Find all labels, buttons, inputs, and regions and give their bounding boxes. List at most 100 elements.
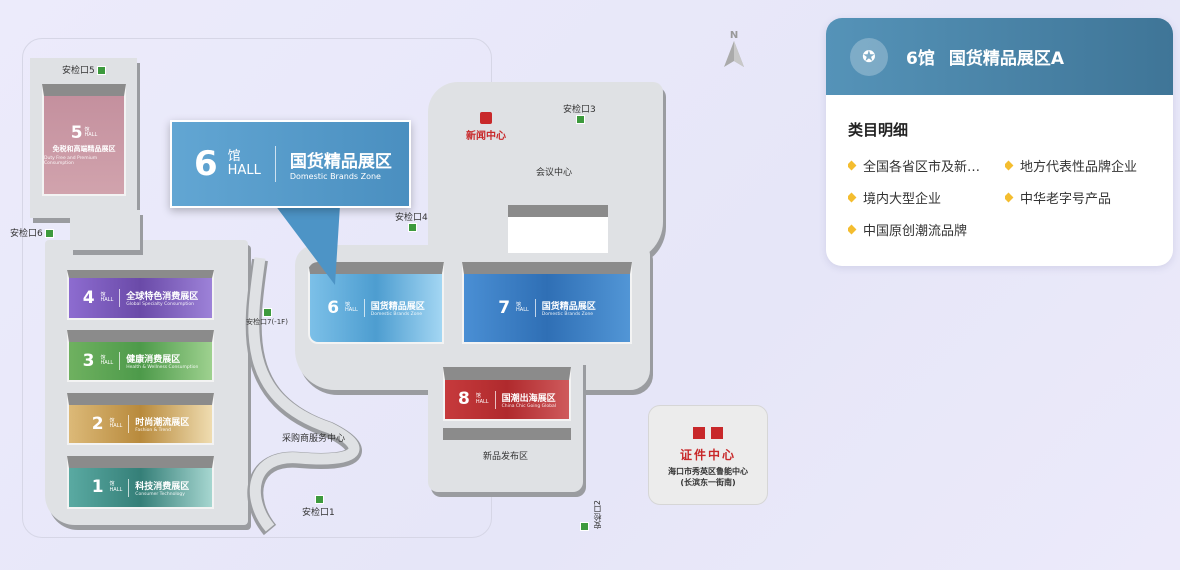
- hall-label: HALL: [345, 307, 358, 313]
- gate-5[interactable]: 安检口5: [62, 63, 106, 76]
- hall-en: Health & Wellness Consumption: [126, 365, 199, 370]
- divider: [274, 146, 276, 182]
- divider: [119, 352, 121, 370]
- guan-label: 馆: [345, 301, 351, 308]
- cert-title: 证件中心: [679, 448, 736, 462]
- gate-icon: [263, 308, 273, 317]
- gate-label: 安检口6: [10, 229, 43, 239]
- guan-label: 馆: [109, 417, 115, 424]
- hall-en: Fashion & Trend: [135, 428, 171, 433]
- hall-label: HALL: [100, 297, 114, 303]
- certificate-center[interactable]: 证件中心 海口市秀英区鲁能中心 (长滨东一街南): [648, 405, 768, 505]
- hall-name: 全球特色消费展区: [126, 292, 199, 302]
- hall-number: 2: [91, 413, 104, 434]
- cert-icons: [649, 424, 767, 443]
- hall-label: HALL: [475, 398, 489, 405]
- category-label: 中国原创潮流品牌: [863, 224, 968, 239]
- launch-area-label: 新品发布区: [483, 452, 529, 462]
- hall-en: China Chic Going Global: [501, 403, 557, 409]
- category-label: 中华老字号产品: [1020, 192, 1112, 207]
- category-label: 地方代表性品牌企业: [1020, 160, 1138, 175]
- callout-tail: [275, 205, 340, 285]
- category-list: 全国各省区市及新… 地方代表性品牌企业 境内大型企业 中华老字号产品 中国原创潮…: [848, 156, 1151, 239]
- hall-number: 5: [70, 122, 83, 143]
- hall-number: 8: [457, 389, 470, 409]
- divider: [363, 299, 365, 317]
- hall-en: Domestic Brands Zone: [370, 312, 423, 317]
- road-loop: [245, 257, 362, 536]
- guan-label: 馆: [109, 481, 115, 487]
- hall-number: 7: [498, 297, 511, 318]
- gate-6[interactable]: 安检口6: [10, 226, 54, 239]
- hall-label: HALL: [100, 360, 114, 366]
- guan-label: 馆: [475, 393, 481, 399]
- hall-name: 时尚潮流展区: [135, 418, 190, 428]
- diamond-icon: [1005, 192, 1014, 203]
- hall-name: 国货精品展区: [370, 302, 425, 312]
- section-title: 类目明细: [848, 121, 909, 139]
- gate-7[interactable]: 安检口7(-1F): [246, 308, 288, 327]
- category-item: 境内大型企业: [848, 188, 1005, 207]
- cert-address-2: (长滨东一街南): [680, 478, 736, 487]
- press-label: 新闻中心: [466, 131, 506, 142]
- star-badge-icon: ✪: [850, 37, 888, 76]
- guan-label: 馆: [100, 291, 106, 298]
- buyer-service-label: 采购商服务中心: [282, 434, 346, 444]
- panel-title: 6馆: [906, 49, 935, 69]
- category-item: 地方代表性品牌企业: [1005, 156, 1165, 175]
- gate-label: 安检口7(-1F): [246, 318, 288, 326]
- gate-3[interactable]: 安检口3: [563, 102, 596, 125]
- hall-name: 健康消费展区: [126, 355, 181, 365]
- gate-2[interactable]: 安检口2: [578, 500, 603, 532]
- diamond-icon: [1005, 160, 1014, 171]
- gate-icon: [96, 66, 106, 75]
- gate-label: 安检口2: [593, 500, 602, 530]
- gate-icon: [580, 522, 589, 532]
- gate-label: 安检口3: [563, 105, 596, 115]
- guan-label: 馆: [100, 354, 106, 361]
- guan-label: 馆: [84, 126, 90, 133]
- divider: [128, 478, 130, 497]
- diamond-icon: [848, 224, 857, 235]
- callout-guan: 馆: [227, 148, 241, 164]
- hall-number: 4: [82, 287, 95, 308]
- hall-label: HALL: [84, 132, 98, 138]
- launch-area: [443, 428, 571, 478]
- gate-label: 安检口1: [302, 508, 335, 518]
- category-label: 全国各省区市及新…: [863, 160, 981, 175]
- gate-4[interactable]: 安检口4: [395, 210, 428, 233]
- divider: [119, 289, 121, 307]
- hall-en: Duty Free and Premium Consumption: [44, 155, 98, 166]
- category-label: 境内大型企业: [863, 192, 942, 207]
- callout-hall: HALL: [227, 163, 261, 178]
- hall-label: HALL: [109, 486, 123, 493]
- guan-label: 馆: [516, 301, 522, 308]
- gate-icon: [407, 223, 417, 232]
- gate-icon: [575, 115, 585, 124]
- gate-icon: [44, 229, 54, 238]
- hall-label: HALL: [516, 307, 529, 313]
- callout-number: 6: [194, 144, 218, 184]
- gate-1[interactable]: 安检口1: [302, 495, 335, 518]
- compass: N: [722, 30, 746, 73]
- category-item: 全国各省区市及新…: [848, 156, 1005, 175]
- diamond-icon: [848, 160, 857, 171]
- connector: [70, 210, 140, 250]
- hall-en: Global Specialty Consumption: [126, 302, 194, 307]
- divider: [128, 415, 130, 433]
- cert-address: 海口市秀英区鲁能中心: [668, 467, 748, 476]
- hall-info-panel: ✪ 6馆 国货精品展区A 类目明细 全国各省区市及新… 地方代表性品牌企业 境内…: [826, 18, 1173, 266]
- gate-label: 安检口5: [62, 66, 95, 76]
- hall-en: Consumer Technology: [135, 491, 185, 497]
- hall-en: Domestic Brands Zone: [541, 312, 594, 317]
- press-center[interactable]: 新闻中心: [466, 112, 506, 142]
- hall-name: 国潮出海展区: [501, 393, 556, 404]
